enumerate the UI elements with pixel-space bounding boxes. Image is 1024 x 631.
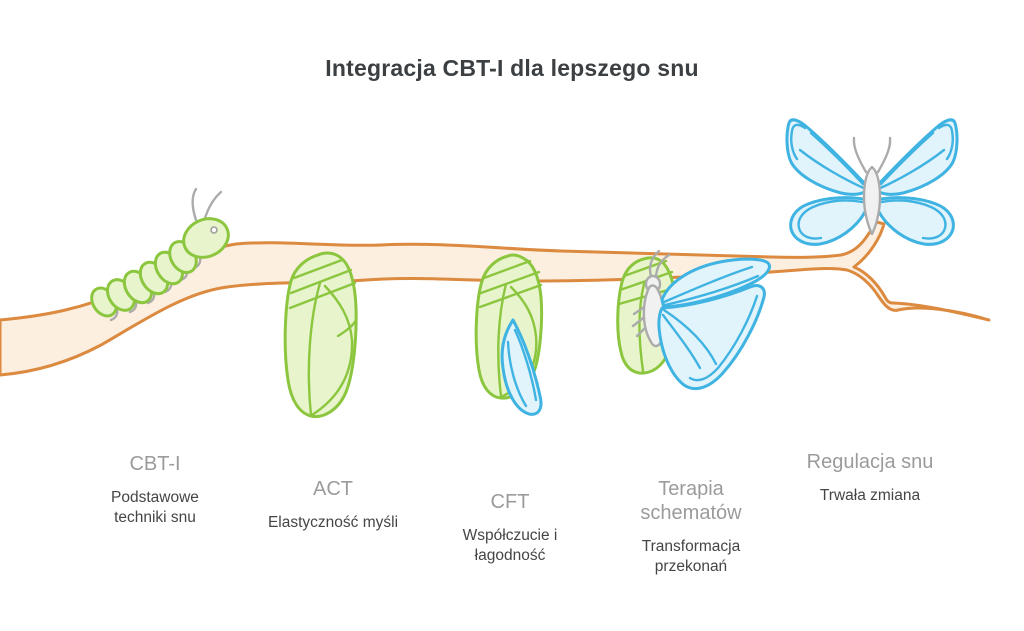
chrysalis-hatching-icon (474, 253, 544, 416)
stage-name: Regulacja snu (806, 451, 934, 473)
diagram-title: Integracja CBT-I dla lepszego snu (325, 55, 699, 81)
stage-label-terapia-schematow: Terapia schematów Transformacja przekona… (616, 477, 766, 577)
chrysalis-icon (283, 251, 358, 419)
butterfly-emerging-icon (616, 249, 771, 391)
stage-label-act: ACT Elastyczność myśli (263, 477, 403, 533)
stage-label-cbt-i: CBT-I Podstawowe techniki snu (85, 452, 225, 528)
stage-label-cft: CFT Współczucie i łagodność (435, 490, 585, 566)
stage-description: Podstawowe techniki snu (111, 489, 199, 526)
stage-description: Elastyczność myśli (267, 514, 399, 531)
stage-label-regulacja-snu: Regulacja snu Trwała zmiana (785, 450, 955, 506)
butterfly-icon (785, 118, 959, 246)
caterpillar-icon (90, 187, 230, 322)
stage-description: Transformacja przekonań (641, 538, 741, 575)
stage-description: Trwała zmiana (819, 487, 921, 504)
stage-name: CFT (490, 491, 530, 513)
stage-description: Współczucie i łagodność (462, 527, 558, 564)
stage-name: CBT-I (129, 453, 181, 475)
stage-name: ACT (313, 478, 353, 500)
stage-name: Terapia schematów (640, 478, 742, 524)
